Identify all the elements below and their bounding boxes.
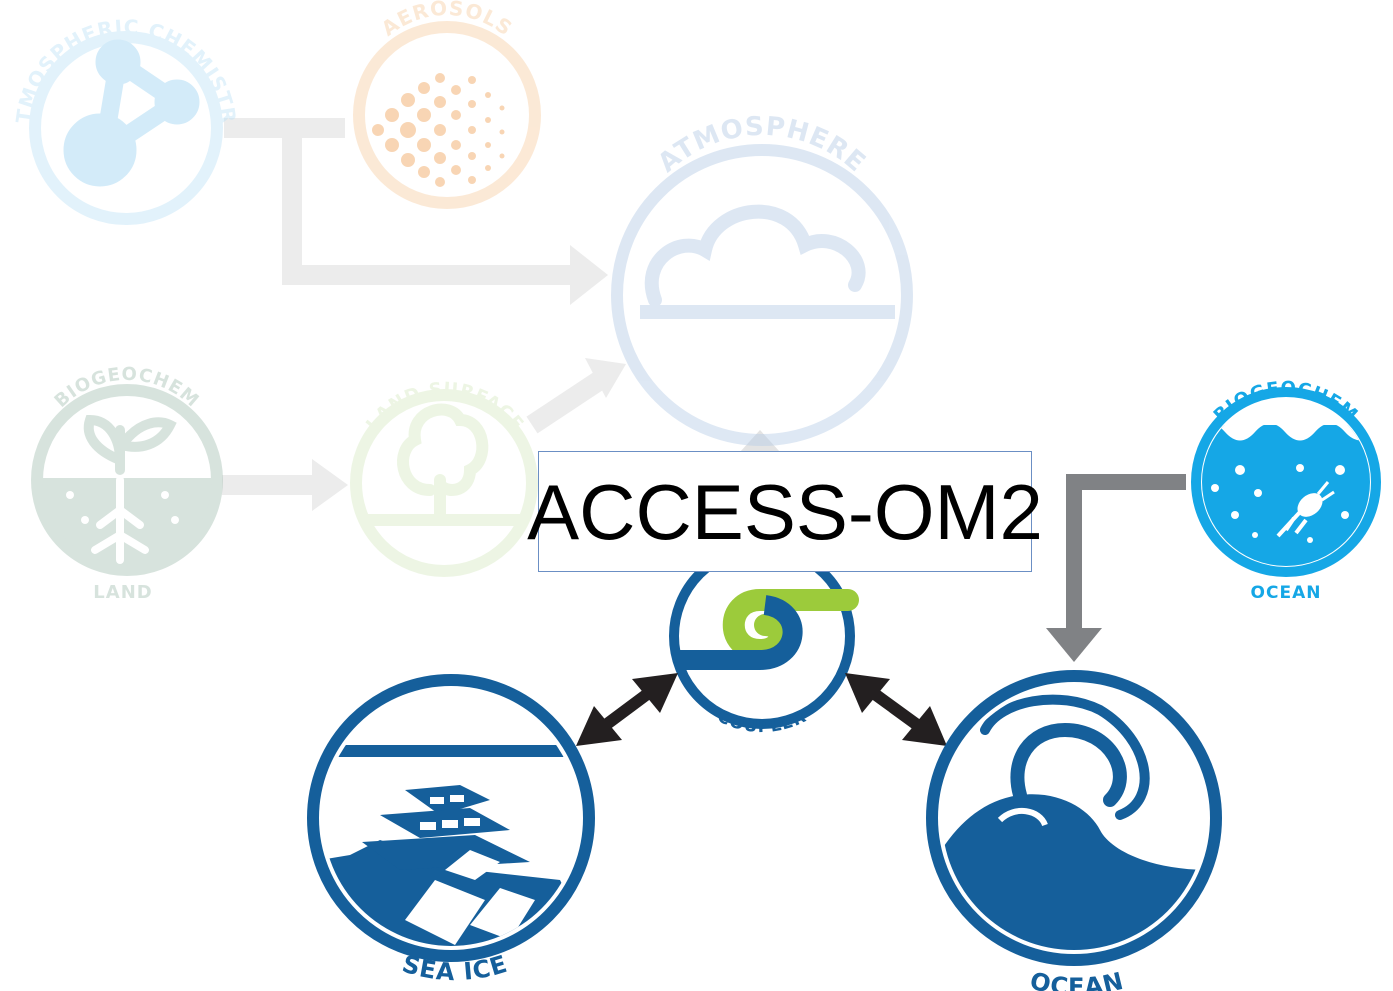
arrow-bgland-to-land-head (312, 459, 348, 511)
land-label: LAND (93, 582, 152, 603)
model-title-box: ACCESS-OM2 (527, 451, 1043, 572)
arrow-bgocean-to-ocean (1046, 474, 1186, 662)
ocean-bgc-label: OCEAN (1251, 583, 1322, 603)
svg-text:AEROSOLS: AEROSOLS (377, 0, 517, 41)
atmospheric-chemistry-component: ATMOSPHERIC CHEMISTRY (0, 0, 240, 225)
svg-text:OCEAN: OCEAN (1027, 967, 1127, 991)
land-surface-component: LAND SURFACE (350, 379, 538, 577)
faded-arrows (222, 118, 780, 511)
aerosols-label: AEROSOLS (377, 0, 516, 41)
bidirectional-arrows (576, 673, 947, 746)
biogeochem-land-component: BIOGEOCHEM LAND (31, 364, 223, 603)
arrow-land-to-atmos-line (526, 371, 606, 434)
wave-icon (942, 694, 1206, 950)
coupler-component: COUPLER (669, 543, 859, 737)
coupler-swirl-icon (722, 589, 859, 662)
roots-icon (91, 476, 149, 564)
plankton-icon (1211, 464, 1349, 543)
ocean-component: OCEAN (926, 670, 1222, 991)
ocean-label: OCEAN (1027, 967, 1126, 991)
arrow-up-to-atmos-head (740, 430, 780, 452)
tree-icon (359, 403, 526, 526)
biogeochem-ocean-component: BIOGEOCHEM OCEAN (1191, 378, 1381, 603)
sprout-icon (83, 414, 177, 475)
model-title: ACCESS-OM2 (527, 467, 1043, 556)
arrow-chem-to-atmos-line (282, 128, 580, 285)
arrow-chem-to-atmos-head (570, 245, 608, 305)
sea-ice-component: SEA ICE (307, 674, 595, 986)
arrow-land-to-atmos-head (585, 358, 626, 398)
aerosols-component: AEROSOLS (353, 0, 541, 209)
cloud-icon (644, 204, 866, 307)
atmosphere-component: ATMOSPHERE (611, 112, 913, 446)
molecule-icon (63, 39, 200, 187)
particles-icon (372, 73, 505, 187)
